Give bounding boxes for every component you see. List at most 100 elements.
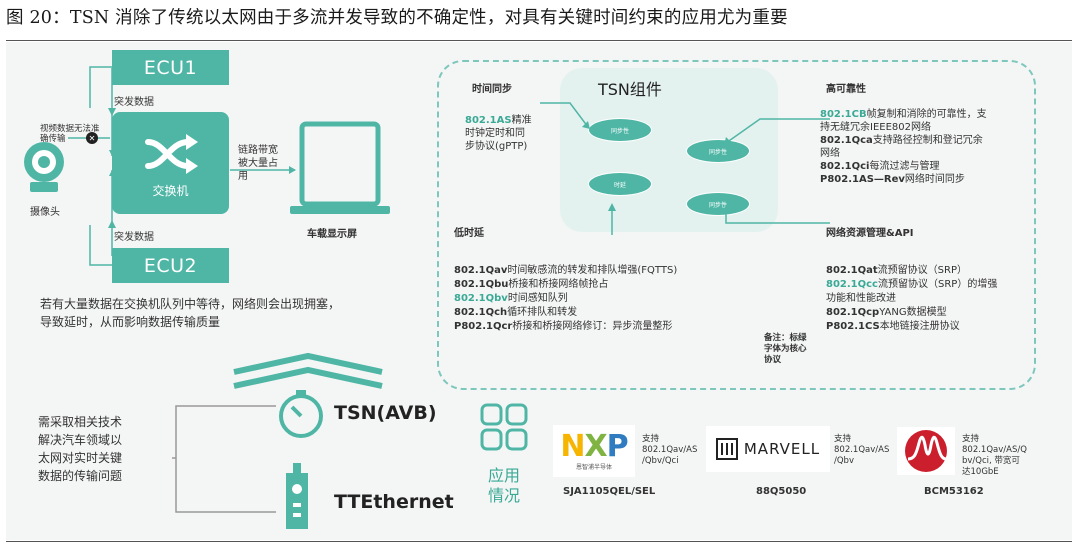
resource-item: 802.1QcpYANG数据模型 (826, 306, 1026, 320)
reliability-item: P802.1AS—Rev网络时间同步 (820, 173, 1026, 186)
latency-item: 802.1Qch循环排队和转发 (454, 306, 754, 320)
marvell-support: 支持 802.1Qav/AS /Qbv (834, 434, 890, 466)
nxp-logo-mark-b: X (584, 428, 607, 464)
resource-desc: 本地链接注册协议 (879, 321, 960, 332)
marvell-mark-icon (715, 438, 738, 460)
app-grid-icon (480, 403, 528, 451)
reliability-std: 802.1CB (820, 109, 867, 120)
latency-std: 802.1Qch (454, 307, 508, 318)
display-label: 车载显示屏 (307, 229, 357, 240)
broadcom-wave-icon (905, 430, 947, 472)
ellipse-sync-1: 同步性 (588, 118, 652, 142)
resource-title: 网络资源管理&API (826, 228, 914, 239)
congestion-note: 若有大量数据在交换机队列中等待，网络则会出现拥塞， 导致延时，从而影响数据传输质… (40, 297, 341, 329)
nxp-chip: SJA1105QEL/SEL (563, 486, 656, 497)
resource-item: P802.1CS本地链接注册协议 (826, 320, 1026, 334)
sync-text: 802.1AS精准 时钟定时和同 步协议(gPTP) (465, 114, 555, 153)
latency-std: 802.1Qbu (454, 279, 509, 290)
shuffle-icon (145, 134, 198, 174)
nxp-logo-mark-c: P (606, 428, 629, 464)
bandwidth-note: 链路带宽 被大量占 用 (238, 145, 278, 182)
sync-title: 时间同步 (472, 84, 512, 95)
ellipse-sync-3: 同步性 (686, 192, 750, 216)
nxp-logo-mark: NXP (560, 428, 629, 464)
broadcom-chip: BCM53162 (924, 486, 984, 497)
marvell-wordmark: MARVELL (743, 440, 821, 458)
topology-connectors: ✕ (68, 68, 296, 256)
reliability-desc: 支持路径控制和登记冗余 网络 (820, 135, 983, 159)
tsn-core-title: TSN组件 (598, 80, 662, 99)
ellipse-sync-2: 同步性 (686, 139, 750, 163)
sync-standard: 802.1AS (465, 115, 512, 126)
resource-item: 802.1Qat流预留协议（SRP） (826, 264, 1026, 278)
resource-desc: YANG数据模型 (879, 307, 947, 318)
ecu1-block: ECU1 (112, 50, 229, 85)
reliability-std: P802.1AS—Rev (820, 174, 905, 185)
latency-std: 802.1Qbv (454, 293, 508, 304)
reliability-desc: 帧复制和消除的可靠性，支 持无缝冗余IEEE802网络 (820, 109, 987, 133)
latency-item: P802.1Qcr桥接和桥接网络修订：异步流量整形 (454, 320, 754, 334)
caption-rule (6, 40, 1072, 41)
nxp-logo-sub: 恩智浦半导体 (575, 463, 612, 471)
resource-std: 802.1Qat (826, 265, 878, 276)
nxp-logo-mark-a: N (560, 428, 585, 464)
resource-std: 802.1Qcc (826, 279, 878, 290)
application-label: 应用 情况 (488, 466, 521, 505)
switch-block: 交换机 (112, 112, 229, 214)
latency-std: P802.1Qcr (454, 321, 513, 332)
svg-text:✕: ✕ (89, 134, 96, 143)
resource-std: P802.1CS (826, 321, 880, 332)
tower-icon (286, 463, 308, 529)
resource-desc: 流预留协议（SRP）的增强 功能和性能改进 (826, 279, 998, 304)
latency-std: 802.1Qav (454, 265, 508, 276)
resource-item: 802.1Qcc流预留协议（SRP）的增强 功能和性能改进 (826, 278, 1026, 306)
bottom-rule (6, 541, 1072, 542)
bracket-connector (172, 405, 276, 513)
tsn-avb-label: TSN(AVB) (334, 402, 437, 424)
chevron-up-icon (233, 352, 383, 389)
reliability-list: 802.1CB帧复制和消除的可靠性，支 持无缝冗余IEEE802网络 802.1… (820, 108, 1026, 186)
camera-icon (24, 142, 64, 192)
broadcom-logo (897, 427, 955, 475)
resource-desc: 流预留协议（SRP） (877, 265, 967, 276)
reliability-std: 802.1Qca (820, 135, 873, 146)
latency-title: 低时延 (454, 228, 484, 239)
reliability-title: 高可靠性 (826, 84, 866, 95)
latency-desc: 时间敏感流的转发和排队增强(FQTTS) (507, 265, 678, 276)
nxp-support: 支持 802.1Qav/AS /Qbv/Qci (642, 434, 698, 466)
latency-list: 802.1Qav时间敏感流的转发和排队增强(FQTTS) 802.1Qbu桥接和… (454, 264, 754, 334)
ecu2-block: ECU2 (112, 248, 229, 283)
latency-desc: 桥接和桥接网络帧抢占 (508, 279, 609, 290)
reliability-item: 802.1Qci每流过滤与管理 (820, 160, 1026, 173)
burst-data-bottom-label: 突发数据 (114, 232, 154, 243)
latency-item: 802.1Qbu桥接和桥接网络帧抢占 (454, 278, 754, 292)
nxp-logo: NXP 恩智浦半导体 (553, 425, 635, 477)
core-protocol-note: 备注：标绿 字体为核心 协议 (764, 333, 807, 365)
marvell-chip: 88Q5050 (756, 486, 807, 497)
reliability-desc: 每流过滤与管理 (869, 161, 940, 172)
tsn-region (437, 60, 1036, 390)
broadcom-support: 支持 802.1Qav/AS/Q bv/Qci, 带宽可 达10GbE (962, 434, 1027, 477)
camera-label: 摄像头 (30, 207, 60, 218)
latency-desc: 时间感知队列 (507, 293, 568, 304)
figure-caption: 图 20：TSN 消除了传统以太网由于多流并发导致的不确定性，对具有关键时间约束… (6, 8, 788, 28)
sync-desc: 精准 时钟定时和同 步协议(gPTP) (465, 115, 532, 152)
display-icon (290, 121, 390, 214)
stopwatch-icon (279, 390, 323, 438)
tsn-connectors (540, 102, 830, 235)
ttethernet-label: TTEthernet (334, 491, 454, 513)
reliability-desc: 网络时间同步 (904, 174, 965, 185)
latency-desc: 循环排队和转发 (507, 307, 578, 318)
resource-list: 802.1Qat流预留协议（SRP） 802.1Qcc流预留协议（SRP）的增强… (826, 264, 1026, 334)
latency-item: 802.1Qav时间敏感流的转发和排队增强(FQTTS) (454, 264, 754, 278)
latency-desc: 桥接和桥接网络修订：异步流量整形 (512, 321, 673, 332)
switch-label: 交换机 (152, 184, 189, 198)
burst-data-top-label: 突发数据 (114, 97, 154, 108)
resource-std: 802.1Qcp (826, 307, 880, 318)
reliability-std: 802.1Qci (820, 161, 870, 172)
marvell-logo: MARVELL (706, 426, 830, 472)
ellipse-latency: 时延 (588, 172, 652, 196)
ecu-vertical-links (89, 66, 112, 266)
latency-item: 802.1Qbv时间感知队列 (454, 292, 754, 306)
reliability-item: 802.1Qca支持路径控制和登记冗余 网络 (820, 134, 1026, 160)
